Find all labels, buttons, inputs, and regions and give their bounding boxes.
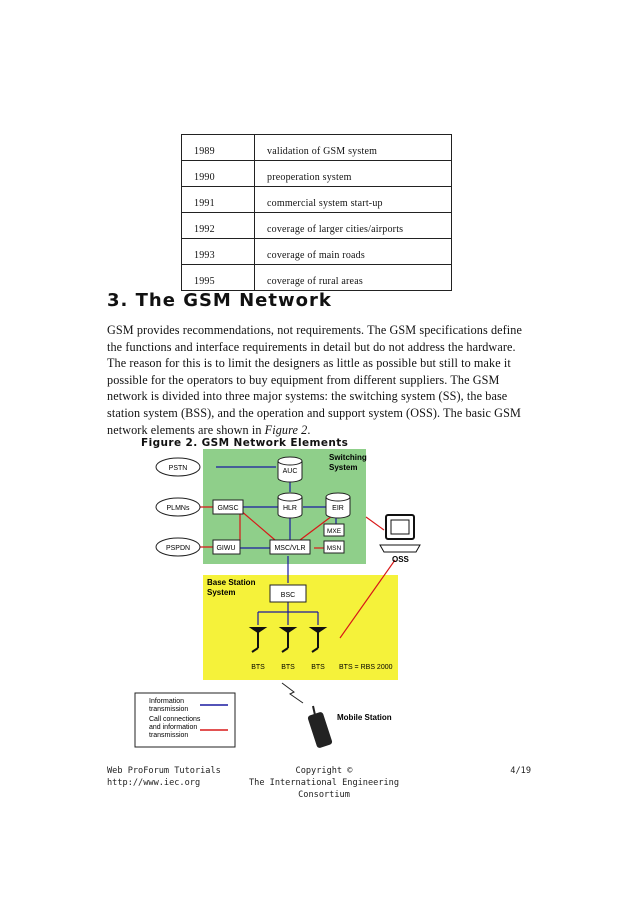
rbs-note: BTS = RBS 2000 (339, 664, 393, 671)
timeline-year: 1991 (181, 186, 255, 213)
oss-computer-icon (379, 514, 421, 553)
mobile-phone-icon (307, 705, 333, 748)
pspdn-node (155, 537, 201, 557)
timeline-event: coverage of main roads (254, 238, 452, 265)
timeline-event: coverage of rural areas (254, 264, 452, 291)
msc-vlr-node (269, 539, 311, 555)
legend-call-3: transmission (149, 732, 188, 739)
auc-node (277, 456, 303, 483)
footer-left: Web ProForum Tutorials http://www.iec.or… (107, 765, 221, 789)
msc-vlr-label: MSC/VLR (274, 545, 305, 552)
switching-system-label-2: System (329, 463, 357, 472)
giwu-label: GIWU (216, 545, 235, 552)
bts-1-label: BTS (251, 664, 265, 671)
figure-reference: Figure 2 (264, 422, 308, 437)
pstn-node (155, 457, 201, 477)
mxe-node (323, 523, 345, 537)
bsc-label: BSC (281, 592, 295, 599)
gmsc-node (212, 499, 244, 515)
legend-info-2: transmission (149, 706, 188, 713)
bts-antenna-icon (278, 627, 298, 653)
plmns-label: PLMNs (167, 505, 190, 512)
bsc-node (269, 584, 307, 603)
bss-label-2: System (207, 588, 235, 597)
legend-box (134, 692, 236, 748)
mobile-station-label: Mobile Station (337, 713, 392, 722)
bts-antenna-icon (308, 627, 328, 653)
msn-node (323, 540, 345, 554)
footer-publisher: Web ProForum Tutorials (107, 766, 221, 776)
footer-center: Copyright © The International Engineerin… (236, 765, 412, 801)
radio-link-icon (281, 682, 304, 704)
bss-label-1: Base Station (207, 578, 256, 587)
section-body-paragraph: GSM provides recommendations, not requir… (107, 322, 537, 438)
legend-call-2: and information (149, 724, 197, 731)
msn-label: MSN (327, 545, 342, 552)
figure-caption: Figure 2. GSM Network Elements (141, 437, 349, 449)
footer-page-number: 4/19 (510, 766, 531, 776)
plmns-node (155, 497, 201, 517)
footer-url[interactable]: http://www.iec.org (107, 778, 201, 788)
switching-system-label-1: Switching (329, 453, 367, 462)
footer-copyright: Copyright © (295, 766, 353, 776)
legend-call-1: Call connections (149, 716, 201, 723)
eir-node (325, 492, 351, 519)
mxe-label: MXE (327, 528, 342, 535)
info-transmission-lines (216, 466, 337, 625)
gmsc-label: GMSC (218, 505, 239, 512)
timeline-event: commercial system start-up (254, 186, 452, 213)
hlr-label: HLR (283, 505, 297, 512)
bts-antenna-icon (248, 627, 268, 653)
giwu-node (212, 539, 241, 555)
timeline-year: 1995 (181, 264, 255, 291)
pspdn-label: PSPDN (166, 545, 190, 552)
auc-label: AUC (283, 468, 298, 475)
oss-label: OSS (392, 555, 410, 564)
section-heading: 3. The GSM Network (107, 290, 332, 311)
bts-3-label: BTS (311, 664, 325, 671)
body-text-end: . (307, 422, 311, 437)
footer-organization: The International Engineering Consortium (248, 778, 400, 800)
body-text-main: GSM provides recommendations, not requir… (107, 323, 522, 437)
hlr-node (277, 492, 303, 519)
eir-label: EIR (332, 505, 344, 512)
pstn-label: PSTN (169, 465, 188, 472)
bts-2-label: BTS (281, 664, 295, 671)
legend-info-1: Information (149, 698, 184, 705)
